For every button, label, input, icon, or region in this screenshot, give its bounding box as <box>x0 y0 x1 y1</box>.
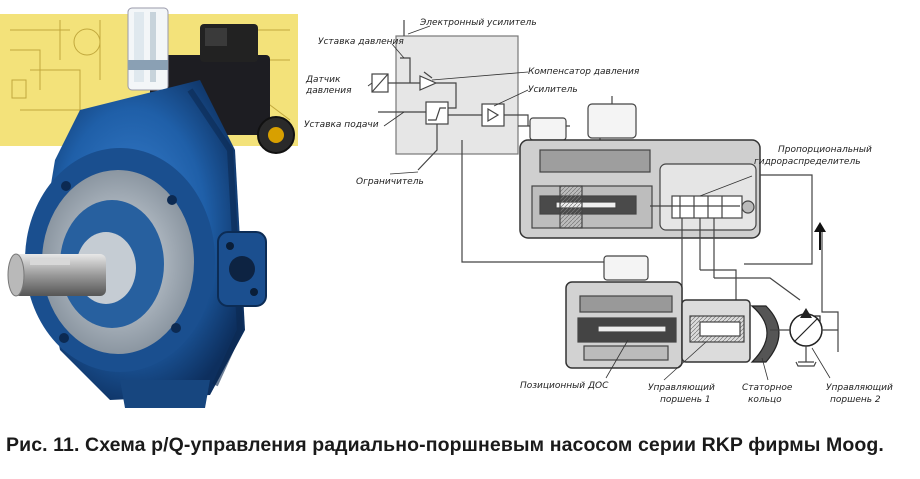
label-stator-ring-line-1: Статорное <box>742 383 793 393</box>
label-pressure-sensor-line-1: Датчик <box>305 75 341 85</box>
label-amplifier: Усилитель <box>528 85 578 95</box>
label-pressure-setpoint: Уставка давления <box>318 37 404 47</box>
label-position-feedback: Позиционный ДОС <box>520 381 609 391</box>
label-stator-ring-line-2: кольцо <box>748 395 782 405</box>
label-control-piston-2-line-1: Управляющий <box>826 383 893 393</box>
label-electronic-amplifier: Электронный усилитель <box>419 18 537 28</box>
label-flow-setpoint: Уставка подачи <box>304 120 379 130</box>
stator-ring <box>750 305 780 363</box>
pump-photo <box>0 7 298 408</box>
label-pressure-compensator: Компенсатор давления <box>528 67 640 77</box>
label-control-piston-1-line-1: Управляющий <box>648 383 715 393</box>
schematic <box>367 20 839 381</box>
electronic-amplifier-block <box>395 35 519 155</box>
label-control-piston-1-line-2: поршень 1 <box>660 395 711 405</box>
label-control-piston-2-line-2: поршень 2 <box>830 395 881 405</box>
figure-caption: Рис. 11. Схема p/Q-управления радиально-… <box>6 434 884 456</box>
label-pressure-sensor-line-2: давления <box>305 86 352 96</box>
label-proportional-valve-line-1: Пропорциональный <box>778 145 872 155</box>
solenoid-connector <box>587 103 637 139</box>
label-limiter: Ограничитель <box>356 177 424 187</box>
label-proportional-valve-line-2: гидрораспределитель <box>754 157 861 167</box>
